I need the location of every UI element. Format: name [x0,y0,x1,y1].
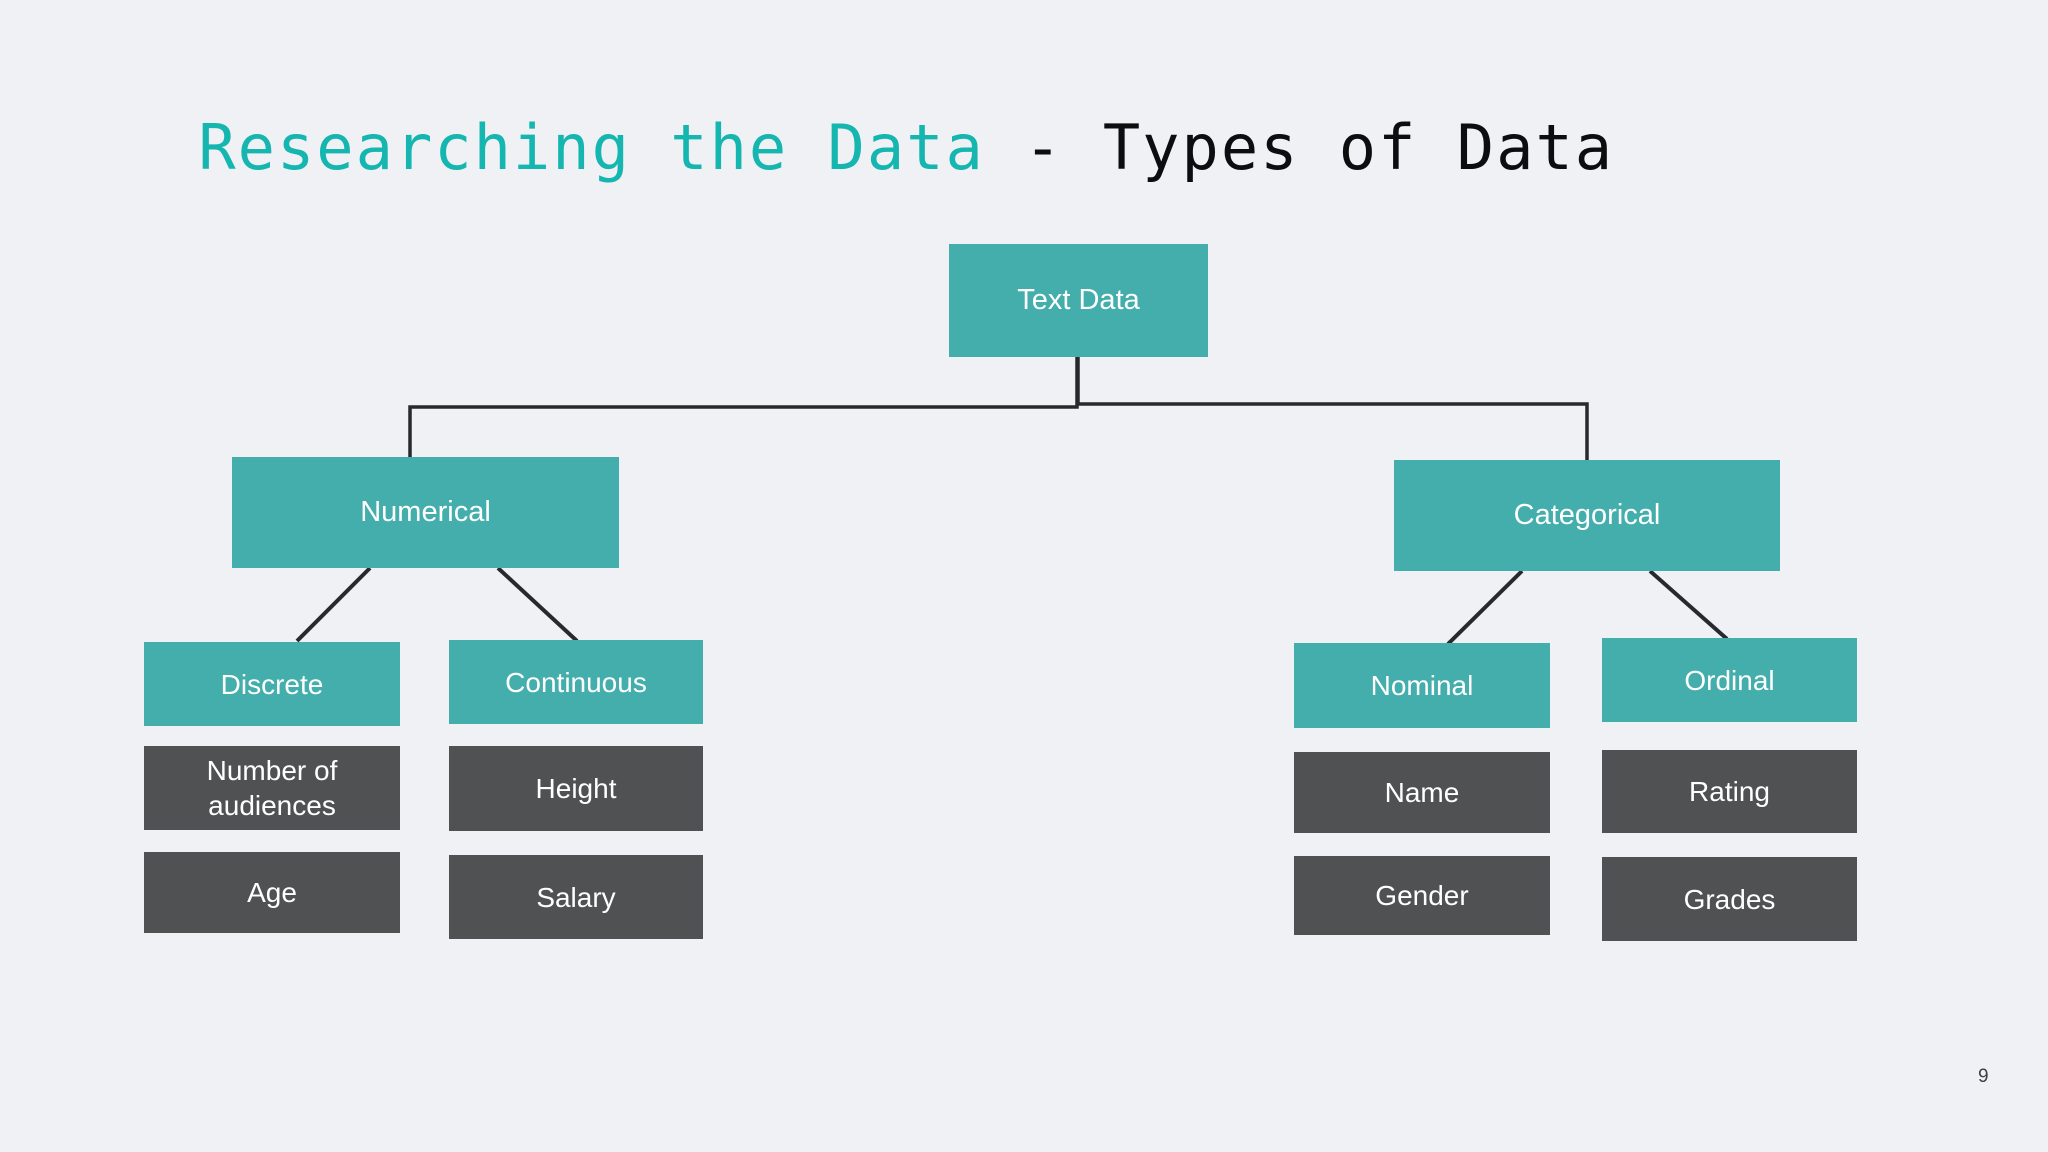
title-highlight: Researching the Data [198,111,985,184]
connector-root-to-numerical [408,355,1079,457]
example-name: Name [1294,752,1550,833]
connector-numerical-to-continuous [496,566,579,643]
connector-categorical-to-ordinal [1648,569,1729,641]
connector-root-to-categorical [1076,355,1589,460]
node-discrete: Discrete [144,642,400,726]
connector-categorical-to-nominal [1446,569,1524,646]
example-grades: Grades [1602,857,1857,941]
example-height: Height [449,746,703,831]
example-number-of-audiences: Number of audiences [144,746,400,830]
page-number: 9 [1978,1066,1989,1087]
node-numerical: Numerical [232,457,619,568]
node-categorical: Categorical [1394,460,1780,571]
node-nominal: Nominal [1294,643,1550,728]
example-age: Age [144,852,400,933]
node-ordinal: Ordinal [1602,638,1857,722]
title-rest: - Types of Data [984,111,1615,184]
example-salary: Salary [449,855,703,939]
node-continuous: Continuous [449,640,703,724]
connector-numerical-to-discrete [295,566,372,643]
slide-title: Researching the Data - Types of Data [41,38,1614,257]
example-rating: Rating [1602,750,1857,833]
example-gender: Gender [1294,856,1550,935]
node-text-data: Text Data [949,244,1208,357]
